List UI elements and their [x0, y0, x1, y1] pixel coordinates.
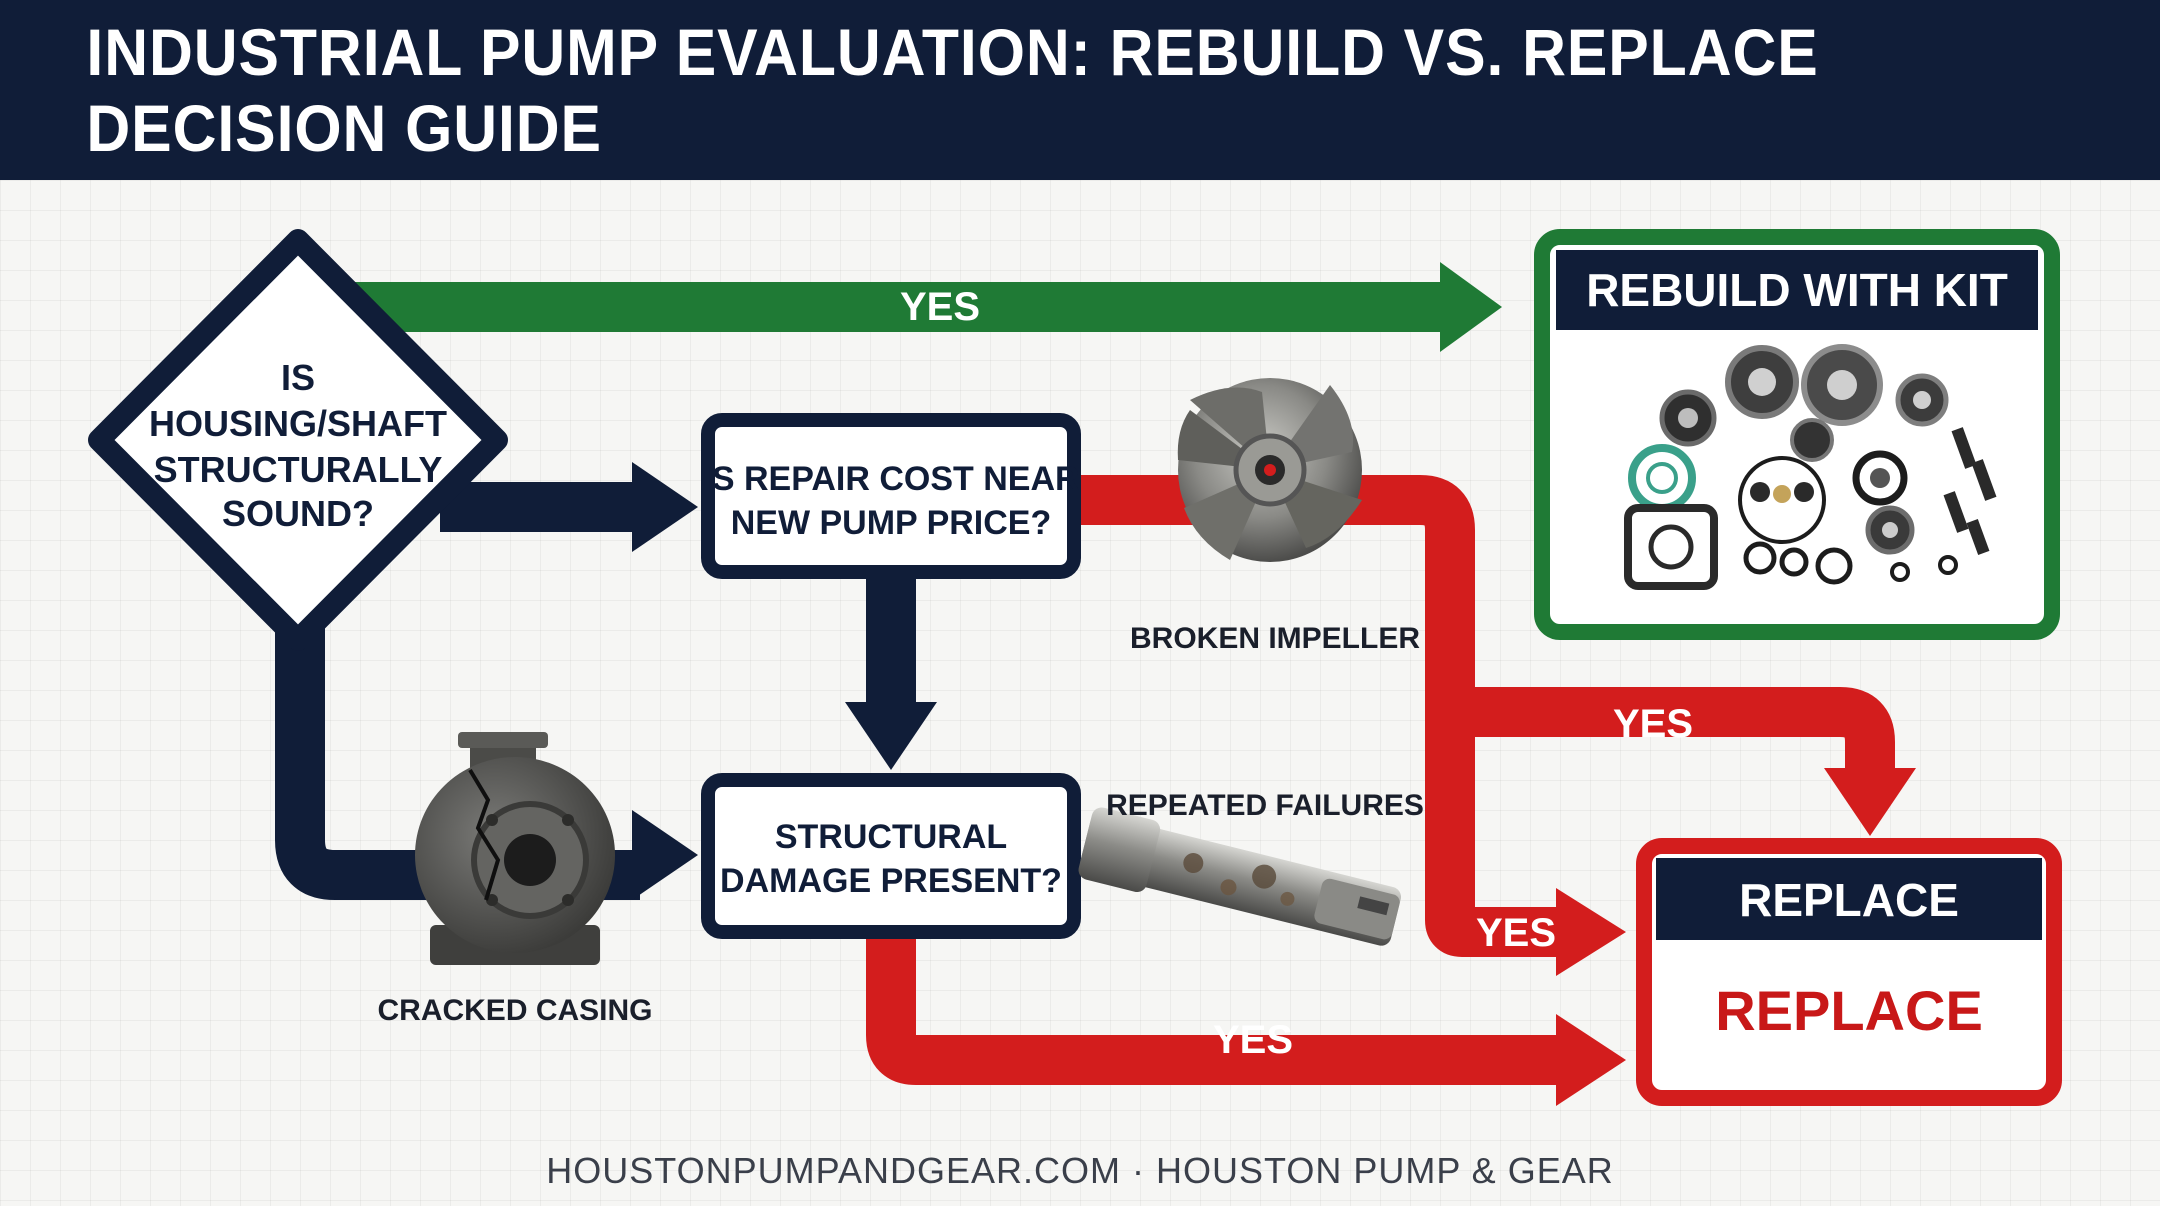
edge-label-repair-yes: YES	[1613, 702, 1693, 746]
diamond-line-3: STRUCTURALLY	[154, 449, 443, 490]
header-bar: INDUSTRIAL PUMP EVALUATION: REBUILD VS. …	[0, 0, 2160, 180]
damage-line-1: STRUCTURAL	[775, 818, 1007, 856]
rebuild-title-bar	[1556, 250, 2038, 330]
edge-repeated-failures-yes-to-replace	[1425, 712, 1626, 976]
edge-damage-yes-to-replace	[866, 930, 1626, 1106]
rebuild-kit-icon	[1624, 344, 1997, 590]
diamond-line-4: SOUND?	[222, 493, 374, 534]
broken-impeller-caption: BROKEN IMPELLER	[1130, 622, 1420, 655]
green-arrow-head	[1440, 262, 1502, 352]
cracked-casing-caption: CRACKED CASING	[377, 994, 652, 1027]
edge-sound-to-repair-cost	[440, 462, 698, 552]
edge-not-sound-to-damage	[275, 600, 698, 900]
replace-title: REPLACE	[1739, 874, 1959, 926]
damage-line-2: DAMAGE PRESENT?	[720, 862, 1062, 900]
replace-title-bar	[1656, 858, 2042, 940]
edge-label-damage-yes: YES	[1213, 1018, 1293, 1062]
repair-cost-line-2: NEW PUMP PRICE?	[731, 504, 1052, 542]
footer-credit: HOUSTONPUMPANDGEAR.COM · HOUSTON PUMP & …	[546, 1150, 1614, 1191]
node-rebuild-with-kit: REBUILD WITH KIT	[1534, 229, 2060, 640]
node-structurally-sound-diamond: IS HOUSING/SHAFT STRUCTURALLY SOUND?	[88, 229, 508, 651]
diamond-line-1: IS	[281, 357, 315, 398]
green-arrow-shaft	[345, 282, 1445, 332]
broken-impeller-image	[1177, 378, 1362, 562]
edge-repair-cost-to-damage	[845, 570, 937, 770]
repeated-failures-caption: REPEATED FAILURES	[1106, 789, 1424, 822]
node-replace: REPLACE REPLACE	[1636, 838, 2062, 1106]
node-damage-present-box: STRUCTURAL DAMAGE PRESENT?	[701, 773, 1081, 939]
edge-label-top-yes: YES	[900, 285, 980, 329]
repair-cost-line-1: IS REPAIR COST NEAR	[702, 460, 1079, 498]
node-repair-cost-box: IS REPAIR COST NEAR NEW PUMP PRICE?	[701, 413, 1081, 579]
page-title: INDUSTRIAL PUMP EVALUATION: REBUILD VS. …	[86, 15, 1819, 165]
replace-body: REPLACE	[1715, 979, 1983, 1042]
edge-yes-to-rebuild	[345, 262, 1502, 352]
diamond-line-2: HOUSING/SHAFT	[149, 403, 447, 444]
edge-label-repeated-yes: YES	[1476, 911, 1556, 955]
rebuild-title: REBUILD WITH KIT	[1586, 264, 2008, 316]
cracked-casing-image	[415, 732, 615, 965]
repeated-failures-shaft-image	[1078, 807, 1401, 946]
